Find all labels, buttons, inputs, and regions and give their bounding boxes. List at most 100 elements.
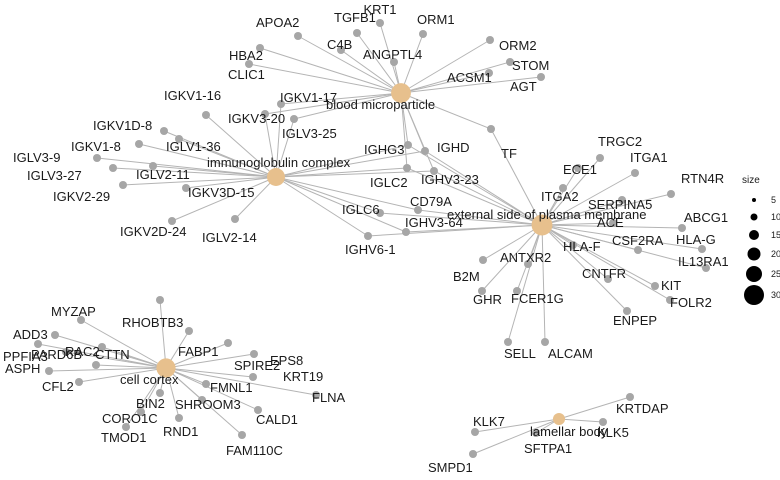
gene-label-cttn: CTTN bbox=[95, 347, 130, 362]
gene-node-itga2 bbox=[559, 184, 567, 192]
legend-size-label-25: 25 bbox=[771, 269, 780, 279]
gene-node-rhobtb3 bbox=[156, 296, 164, 304]
gene-node-iglv3-27 bbox=[109, 164, 117, 172]
gene-node-krt19 bbox=[249, 373, 257, 381]
gene-node-apoa2 bbox=[294, 32, 302, 40]
legend-size-dot-10 bbox=[750, 213, 758, 221]
gene-label-rhobtb3: RHOBTB3 bbox=[122, 315, 183, 330]
gene-label-igkv1-17: IGKV1-17 bbox=[280, 90, 337, 105]
gene-label-smpd1: SMPD1 bbox=[428, 460, 473, 475]
gene-label-fabp1: FABP1 bbox=[178, 344, 218, 359]
edge-orm2-bmp bbox=[400, 39, 491, 94]
legend-size-dot-25 bbox=[746, 266, 762, 282]
edge-tmod1-cc bbox=[125, 367, 167, 428]
edge-ace-espm bbox=[541, 222, 614, 226]
gene-node-itga1 bbox=[631, 169, 639, 177]
gene-node-iglv3-25 bbox=[290, 115, 298, 123]
gene-node-cntfr bbox=[604, 275, 612, 283]
edge-ighd-igc bbox=[275, 150, 426, 178]
edge-iglv3-25-bmp bbox=[293, 92, 402, 120]
edge-kit-espm bbox=[541, 224, 656, 287]
gene-node-ighv3-23 bbox=[430, 167, 438, 175]
edge-ece1-espm bbox=[541, 167, 579, 226]
gene-label-orm2: ORM2 bbox=[499, 38, 537, 53]
edge-ppfia3-cc bbox=[37, 343, 167, 369]
gene-node-asph bbox=[45, 367, 53, 375]
gene-node-smpd1 bbox=[469, 450, 477, 458]
gene-node-ace bbox=[609, 219, 617, 227]
gene-node-stom bbox=[506, 58, 514, 66]
edge-rhobtb3-cc bbox=[159, 299, 167, 369]
term-label-cell-cortex: cell cortex bbox=[120, 372, 179, 387]
edge-il13ra1-espm bbox=[541, 224, 707, 269]
gene-label-pard6b: PARD6B bbox=[31, 347, 82, 362]
gene-label-ighv6-1: IGHV6-1 bbox=[345, 242, 396, 257]
legend-size-label-30: 30 bbox=[771, 290, 780, 300]
gene-node-il13ra1 bbox=[702, 264, 710, 272]
edge-ighv6-1-espm bbox=[367, 224, 543, 237]
gene-node-igkv1-8 bbox=[135, 140, 143, 148]
edge-smpd1-lb bbox=[472, 418, 560, 455]
edge-cd79a-espm bbox=[417, 209, 543, 226]
gene-label-shroom3: SHROOM3 bbox=[175, 397, 241, 412]
gene-label-igkv3d-15: IGKV3D-15 bbox=[188, 185, 254, 200]
gene-label-folr2: FOLR2 bbox=[670, 295, 712, 310]
gene-label-fmnl1: FMNL1 bbox=[210, 380, 253, 395]
gene-node-enpep bbox=[623, 307, 631, 315]
gene-node-orm1 bbox=[419, 30, 427, 38]
gene-node-ppfia3 bbox=[34, 340, 42, 348]
gene-label-ghr: GHR bbox=[473, 292, 502, 307]
gene-label-apoa2: APOA2 bbox=[256, 15, 299, 30]
legend-size-dot-20 bbox=[747, 247, 761, 261]
edge-ighv3-23-bmp bbox=[400, 92, 435, 172]
gene-label-sell: SELL bbox=[504, 346, 536, 361]
gene-label-myzap: MYZAP bbox=[51, 304, 96, 319]
edge-clic1-bmp bbox=[248, 63, 402, 94]
gene-node-fcer1g bbox=[513, 287, 521, 295]
edge-igkv3-20-igc bbox=[264, 113, 277, 178]
edge-eps8-cc bbox=[165, 353, 255, 369]
gene-label-sftpa1: SFTPA1 bbox=[524, 441, 572, 456]
gene-node-abcg1 bbox=[678, 224, 686, 232]
gene-label-bin2: BIN2 bbox=[136, 396, 165, 411]
gene-node-layer bbox=[34, 19, 710, 458]
gene-node-cald1 bbox=[254, 406, 262, 414]
gene-node-eps8 bbox=[250, 350, 258, 358]
gene-label-iglv2-14: IGLV2-14 bbox=[202, 230, 257, 245]
gene-label-igkv3-20: IGKV3-20 bbox=[228, 111, 285, 126]
gene-label-rnd1: RND1 bbox=[163, 424, 198, 439]
gene-label-abcg1: ABCG1 bbox=[684, 210, 728, 225]
gene-label-spire2: SPIRE2 bbox=[234, 358, 280, 373]
legend-size-dot-5 bbox=[752, 198, 756, 202]
gene-node-ighd bbox=[421, 147, 429, 155]
gene-node-fam110c bbox=[238, 431, 246, 439]
edge-add3-cc bbox=[54, 334, 167, 369]
gene-label-ace: ACE bbox=[597, 215, 624, 230]
edge-ghr-espm bbox=[481, 224, 543, 292]
edge-krt1-bmp bbox=[379, 22, 402, 94]
gene-label-cd79a: CD79A bbox=[410, 194, 452, 209]
gene-label-iglv2-11: IGLV2-11 bbox=[136, 167, 190, 182]
gene-node-igkv3-20 bbox=[261, 110, 269, 118]
edge-sell-espm bbox=[507, 224, 543, 343]
term-node-layer bbox=[156, 83, 566, 426]
gene-label-iglv1-36: IGLV1-36 bbox=[166, 139, 221, 154]
gene-label-klk5: KLK5 bbox=[597, 425, 629, 440]
edge-cd79a-igc bbox=[275, 176, 419, 211]
legend-size-label-15: 15 bbox=[771, 230, 780, 240]
gene-node-iglv1-36 bbox=[175, 135, 183, 143]
edge-stom-bmp bbox=[400, 61, 511, 94]
gene-node-iglv2-14 bbox=[231, 215, 239, 223]
gene-node-krt1 bbox=[376, 19, 384, 27]
gene-node-alcam bbox=[541, 338, 549, 346]
gene-label-agt: AGT bbox=[510, 79, 537, 94]
edge-igkv3-20-bmp bbox=[264, 92, 402, 115]
edge-klk5-lb bbox=[558, 418, 604, 423]
gene-label-clic1: CLIC1 bbox=[228, 67, 265, 82]
term-label-immunoglobulin-complex: immunoglobulin complex bbox=[207, 155, 351, 170]
term-node-cell-cortex bbox=[156, 358, 176, 378]
gene-label-ighg3: IGHG3 bbox=[364, 142, 404, 157]
gene-label-flna: FLNA bbox=[312, 390, 346, 405]
